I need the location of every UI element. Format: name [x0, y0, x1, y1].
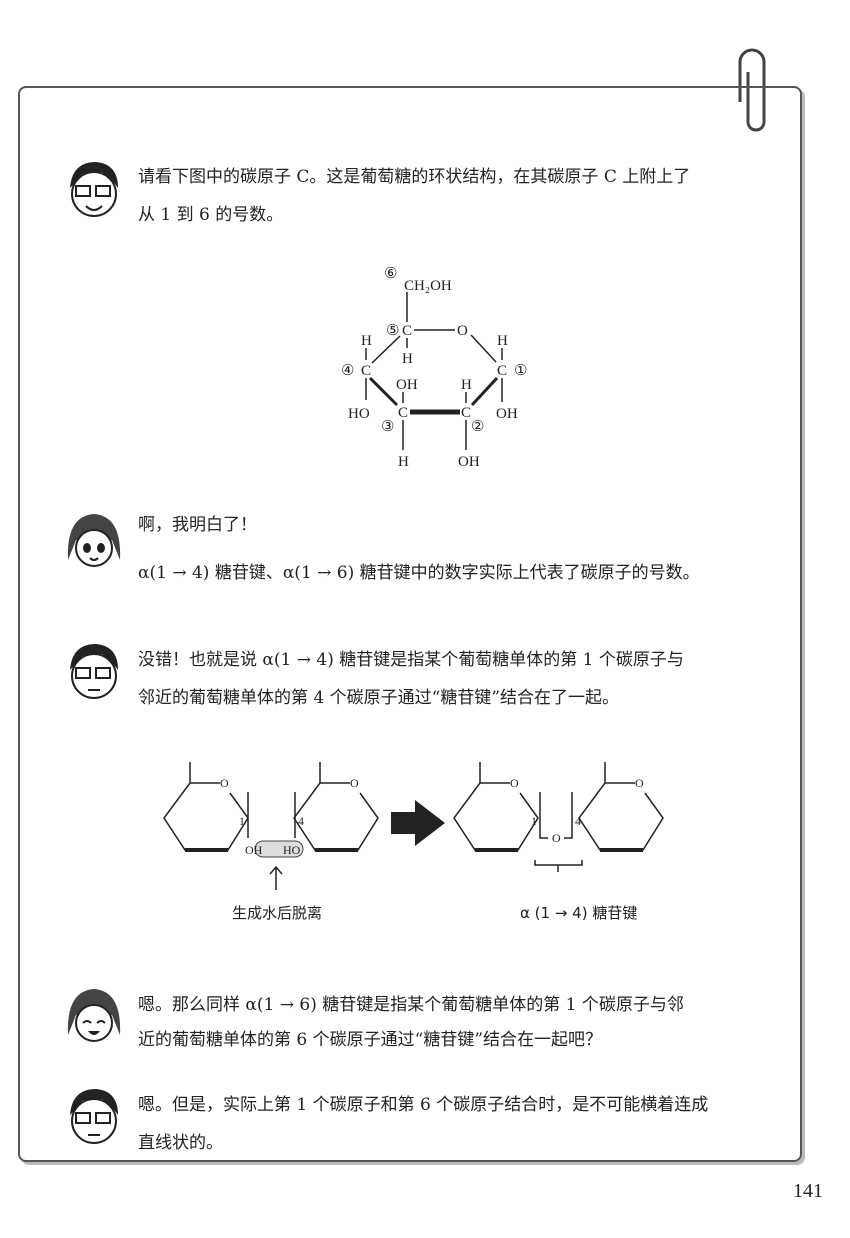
- dialogue-text: 邻近的葡萄糖单体的第 4 个碳原子通过“糖苷键”结合在了一起。: [138, 688, 620, 708]
- glasses-boy-avatar: [70, 1089, 118, 1144]
- carbon-number-label: 4: [575, 814, 581, 828]
- oxygen-label: O: [635, 776, 644, 790]
- carbon-number-label: 4: [298, 814, 304, 828]
- h-label: H: [398, 454, 409, 470]
- dialogue-text: 近的葡萄糖单体的第 6 个碳原子通过“糖苷键”结合在一起吧？: [138, 1030, 603, 1050]
- dialogue-text: α(1 → 4) 糖苷键、α(1 → 6) 糖苷键中的数字实际上代表了碳原子的号…: [138, 563, 700, 583]
- ho-label: HO: [348, 406, 370, 422]
- girl-avatar: [67, 514, 121, 567]
- glycosidic-bond-diagram: O O O O O 1 4 1 4 OH HO: [163, 762, 664, 890]
- paperclip-icon: [738, 48, 766, 132]
- girl-avatar: [67, 989, 121, 1042]
- glasses-boy-avatar: [70, 644, 118, 699]
- dialogue-text: 没错！也就是说 α(1 → 4) 糖苷键是指某个葡萄糖单体的第 1 个碳原子与: [138, 650, 684, 670]
- oh-label: OH: [245, 843, 263, 857]
- right-caption: α (1 → 4) 糖苷键: [520, 904, 638, 922]
- left-caption: 生成水后脱离: [232, 904, 323, 922]
- carbon-number-1: ①: [514, 363, 527, 379]
- carbon-number-3: ③: [381, 419, 394, 435]
- carbon-number-5: ⑤: [386, 323, 399, 339]
- dialogue-text: 从 1 到 6 的号数。: [138, 205, 284, 225]
- oxygen-label: O: [350, 776, 359, 790]
- oh-label: OH: [396, 377, 418, 393]
- oxygen-label: O: [552, 831, 561, 845]
- ho-label: HO: [283, 843, 301, 857]
- oxygen-label: O: [457, 323, 468, 339]
- carbon-label: C: [402, 323, 412, 339]
- carbon-number-4: ④: [341, 363, 354, 379]
- h-label: H: [402, 351, 413, 367]
- carbon-label: C: [497, 363, 507, 379]
- h-label: H: [461, 377, 472, 393]
- dialogue-text: 请看下图中的碳原子 C。这是葡萄糖的环状结构，在其碳原子 C 上附上了: [138, 167, 691, 187]
- oxygen-label: O: [220, 776, 229, 790]
- water-highlight: [254, 840, 304, 858]
- oxygen-label: O: [510, 776, 519, 790]
- carbon-number-label: 1: [239, 814, 245, 828]
- carbon-label: C: [398, 405, 408, 421]
- dialogue-text: 直线状的。: [138, 1133, 223, 1153]
- glucose-ring-structure: ⑥ CH₂OH ⑤ C O H C ① OH C ② H OH C ③ OH H…: [341, 266, 527, 470]
- arrow-right-icon: [391, 800, 445, 846]
- content-frame: [18, 86, 802, 1162]
- dialogue-text: 嗯。那么同样 α(1 → 6) 糖苷键是指某个葡萄糖单体的第 1 个碳原子与邻: [138, 995, 684, 1015]
- dialogue-text: 嗯。但是，实际上第 1 个碳原子和第 6 个碳原子结合时，是不可能横着连成: [138, 1095, 709, 1115]
- oh-label: OH: [458, 454, 480, 470]
- dialogue-text: 啊，我明白了！: [138, 515, 257, 535]
- h-label: H: [361, 333, 372, 349]
- glasses-boy-avatar: [70, 162, 118, 217]
- oh-label: OH: [496, 406, 518, 422]
- carbon-label: C: [461, 405, 471, 421]
- carbon-number-6: ⑥: [384, 266, 397, 282]
- ch2oh-label: CH₂OH: [404, 278, 452, 294]
- page-number: 141: [793, 1180, 823, 1202]
- carbon-number-2: ②: [471, 419, 484, 435]
- carbon-number-label: 1: [531, 814, 537, 828]
- h-label: H: [497, 333, 508, 349]
- carbon-label: C: [361, 363, 371, 379]
